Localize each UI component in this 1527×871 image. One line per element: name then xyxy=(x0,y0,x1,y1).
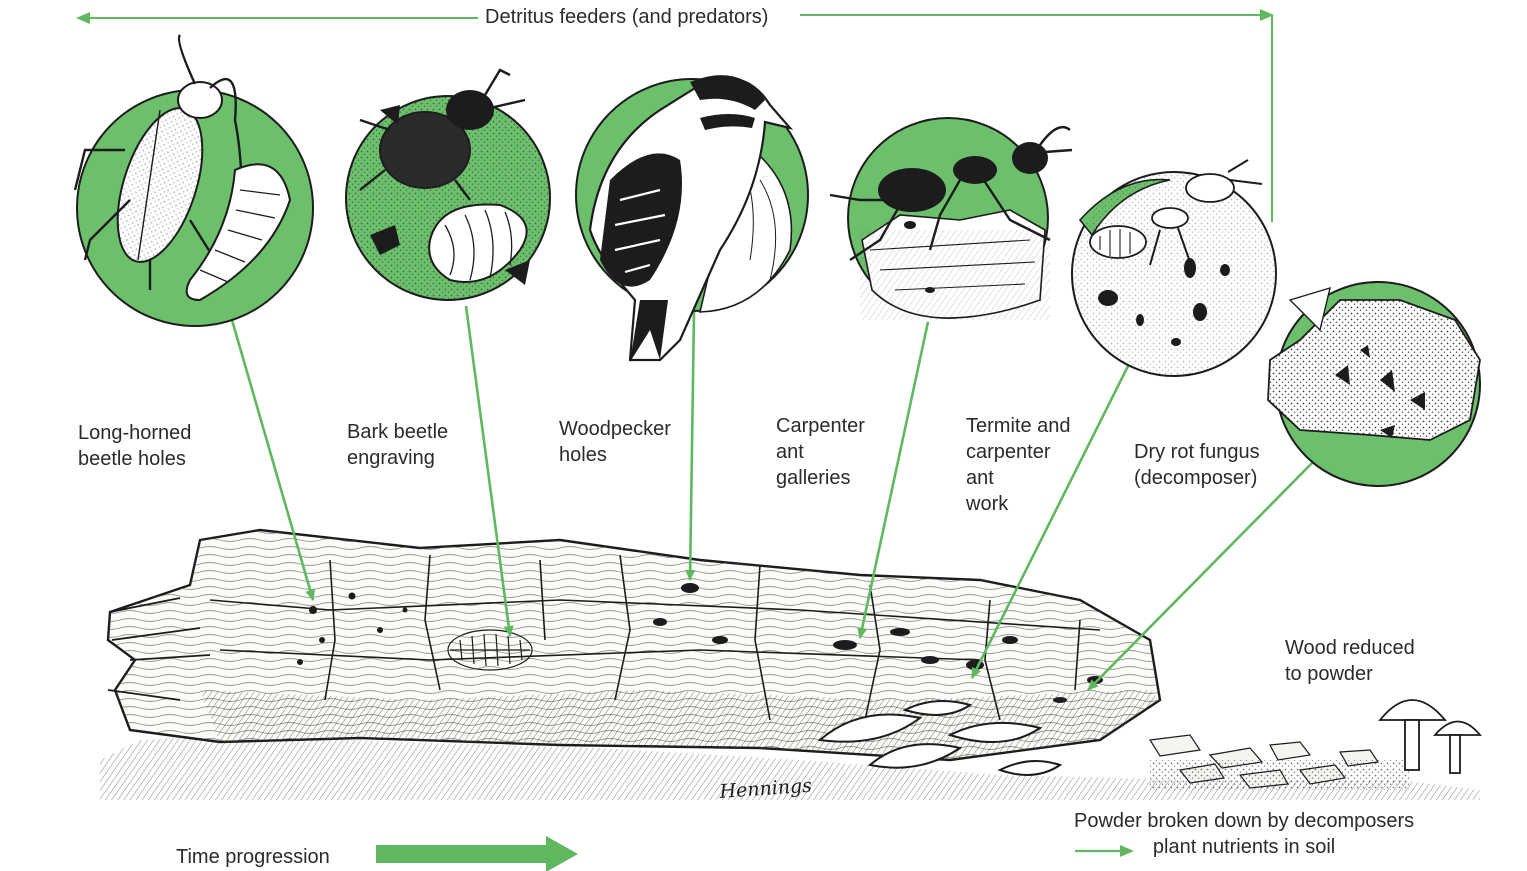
stage-label-dry-rot-fungus: Dry rot fungus (decomposer) xyxy=(1134,439,1260,491)
stage-label-line: galleries xyxy=(776,465,865,491)
stage-label-carpenter-ant: Carpenter ant galleries xyxy=(776,413,865,491)
wood-powder-label: Wood reduced to powder xyxy=(1285,635,1415,687)
stage-label-line: carpenter xyxy=(966,439,1071,465)
bark-beetle-icon xyxy=(346,70,550,300)
stage-label-line: beetle holes xyxy=(78,446,191,472)
stage-label-line: Dry rot fungus xyxy=(1134,439,1260,465)
stage-label-woodpecker: Woodpecker holes xyxy=(559,416,671,468)
stage-label-termite: Termite and carpenter ant work xyxy=(966,413,1071,517)
wood-powder-line: Wood reduced xyxy=(1285,635,1415,661)
time-progression-arrow xyxy=(376,836,578,871)
powder-line: plant nutrients in soil xyxy=(1074,834,1414,860)
powder-nutrients-label: Powder broken down by decomposers plant … xyxy=(1074,808,1414,860)
stage-label-line: Long-horned xyxy=(78,420,191,446)
stage-label-line: ant xyxy=(966,465,1071,491)
stage-label-line: (decomposer) xyxy=(1134,465,1260,491)
stage-label-line: work xyxy=(966,491,1071,517)
rotting-log xyxy=(100,530,1480,800)
stage-label-long-horned-beetle: Long-horned beetle holes xyxy=(78,420,191,472)
arrow-woodpecker xyxy=(690,312,694,580)
detritus-feeders-label: Detritus feeders (and predators) xyxy=(481,4,772,30)
powder-line: Powder broken down by decomposers xyxy=(1074,808,1414,834)
termite-icon xyxy=(1072,160,1276,376)
stage-label-line: Termite and xyxy=(966,413,1071,439)
time-progression-label: Time progression xyxy=(176,844,330,870)
stage-label-line: Carpenter xyxy=(776,413,865,439)
stage-label-bark-beetle: Bark beetle engraving xyxy=(347,419,448,471)
long-horned-beetle-icon xyxy=(75,35,313,326)
stage-label-line: Bark beetle xyxy=(347,419,448,445)
wood-powder-line: to powder xyxy=(1285,661,1415,687)
stage-label-line: ant xyxy=(776,439,865,465)
woodpecker-icon xyxy=(576,75,808,362)
stage-label-line: holes xyxy=(559,442,671,468)
stage-label-line: Woodpecker xyxy=(559,416,671,442)
arrow-dry-rot-fungus xyxy=(1088,460,1315,690)
stage-label-line: engraving xyxy=(347,445,448,471)
carpenter-ant-icon xyxy=(830,118,1072,320)
fungus-icon xyxy=(1268,282,1480,486)
